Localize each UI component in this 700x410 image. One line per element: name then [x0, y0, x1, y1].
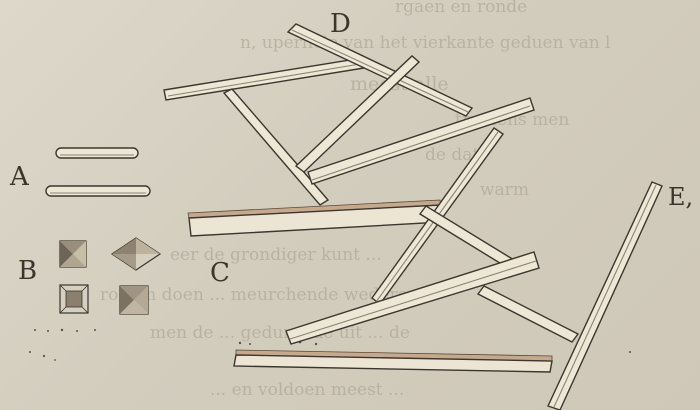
- label-b: B: [18, 256, 37, 286]
- label-c: C: [210, 258, 230, 288]
- needle-c-2: [418, 205, 516, 269]
- bleed-line-9: men de ... gedurende uit ... de: [150, 323, 410, 343]
- crystal-b-2: [110, 237, 162, 271]
- crystal-b-3: [59, 284, 89, 314]
- bleed-line-5: de dat: [425, 145, 479, 165]
- bleed-line-8: roeten doen ... meurchende wederen: [100, 285, 419, 305]
- label-a: A: [9, 162, 30, 192]
- needle-d-5: [307, 97, 535, 185]
- bleed-line-10: ... en voldoen meest ...: [210, 380, 404, 400]
- rod-a-upper: [55, 147, 139, 159]
- label-e: E,: [668, 183, 693, 211]
- figure-d: [163, 23, 535, 206]
- needle-d-2: [222, 88, 330, 206]
- figure-c: [187, 127, 580, 373]
- background-text: rgaen en ronde n, uperficie van het vier…: [100, 0, 611, 400]
- figure-e: [547, 181, 663, 410]
- bleed-line-6: warm: [480, 180, 529, 200]
- needle-d-4: [294, 55, 421, 173]
- bleed-line-7: eer de grondiger kunt ...: [170, 245, 382, 265]
- needle-c-4: [476, 285, 580, 343]
- bar-c-lower: [233, 354, 553, 373]
- needle-c-3: [285, 251, 540, 345]
- crystal-b-1: [59, 240, 87, 268]
- bleed-line-1: rgaen en ronde: [395, 0, 527, 17]
- needle-d-1: [163, 57, 365, 101]
- label-d: D: [330, 9, 351, 39]
- figure-b: [59, 237, 162, 315]
- figure-a: [45, 147, 151, 197]
- crystal-b-4: [119, 285, 149, 315]
- rod-a-lower: [45, 185, 151, 197]
